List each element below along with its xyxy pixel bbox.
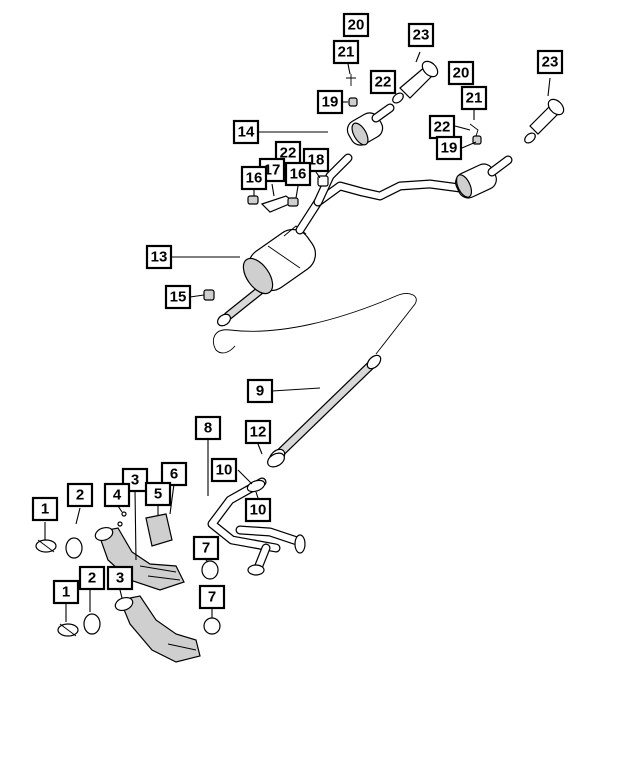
callout-7-lower: 7 xyxy=(198,584,226,610)
callout-19-left: 19 xyxy=(316,89,344,115)
svg-text:1: 1 xyxy=(62,584,70,601)
svg-text:19: 19 xyxy=(322,94,339,111)
svg-text:3: 3 xyxy=(116,570,124,587)
callout-20-left: 20 xyxy=(342,12,370,38)
callout-10-upper: 10 xyxy=(210,457,238,483)
svg-text:22: 22 xyxy=(375,74,392,91)
svg-text:2: 2 xyxy=(88,570,96,587)
callout-2-upper: 2 xyxy=(66,482,94,508)
hardware-4 xyxy=(117,511,127,527)
svg-text:14: 14 xyxy=(238,124,255,141)
sensor-18 xyxy=(317,175,329,187)
callout-15: 15 xyxy=(164,284,192,310)
svg-text:16: 16 xyxy=(290,166,307,183)
callout-1-upper: 1 xyxy=(31,496,59,522)
callout-16-left: 16 xyxy=(240,165,268,191)
isolator-19-left xyxy=(348,97,358,107)
svg-text:16: 16 xyxy=(246,170,263,187)
svg-text:8: 8 xyxy=(204,420,212,437)
hanger-bracket-16-17 xyxy=(247,195,299,213)
svg-text:23: 23 xyxy=(413,27,430,44)
callout-1-lower: 1 xyxy=(52,579,80,605)
callout-21-right: 21 xyxy=(460,85,488,111)
callout-8: 8 xyxy=(194,415,222,441)
gasket-2-lower xyxy=(83,613,101,635)
callout-16-right: 16 xyxy=(284,161,312,187)
svg-text:7: 7 xyxy=(202,540,210,557)
svg-text:2: 2 xyxy=(76,487,84,504)
exhaust-tip-right xyxy=(529,98,565,135)
svg-text:22: 22 xyxy=(280,145,297,162)
callout-5: 5 xyxy=(144,481,172,507)
callout-12: 12 xyxy=(244,419,272,445)
intermediate-pipe xyxy=(268,354,382,466)
callout-4: 4 xyxy=(103,482,131,508)
clamp-1-upper xyxy=(35,539,57,553)
center-pipe xyxy=(295,153,465,235)
callout-3-lower: 3 xyxy=(106,565,134,591)
svg-text:10: 10 xyxy=(250,502,267,519)
callout-22-left: 22 xyxy=(369,69,397,95)
hanger-rod xyxy=(212,293,417,355)
callout-6: 6 xyxy=(160,461,188,487)
svg-text:15: 15 xyxy=(170,289,187,306)
svg-text:22: 22 xyxy=(434,119,451,136)
bolt-21-left xyxy=(346,74,356,86)
catalytic-converter-upper xyxy=(94,526,185,591)
svg-text:23: 23 xyxy=(542,54,559,71)
clamp-7-upper xyxy=(201,560,219,580)
callout-23-right: 23 xyxy=(536,49,564,75)
svg-text:13: 13 xyxy=(151,249,168,266)
callout-9: 9 xyxy=(246,378,274,404)
exhaust-tip-left xyxy=(399,60,439,99)
svg-text:10: 10 xyxy=(216,462,233,479)
tip-clamp-right xyxy=(524,132,536,144)
svg-text:21: 21 xyxy=(466,90,483,107)
svg-text:19: 19 xyxy=(441,140,458,157)
callout-21-left: 21 xyxy=(332,39,360,65)
callout-13: 13 xyxy=(145,244,173,270)
callout-10-lower: 10 xyxy=(244,497,272,523)
svg-text:17: 17 xyxy=(264,162,281,179)
front-y-pipe xyxy=(207,477,306,576)
isolator-15 xyxy=(203,289,215,301)
bracket-21-right xyxy=(469,123,479,137)
svg-text:4: 4 xyxy=(113,487,122,504)
heat-shield-bracket xyxy=(145,513,173,547)
clamp-7-lower xyxy=(203,617,221,635)
callout-23-left: 23 xyxy=(407,22,435,48)
svg-text:6: 6 xyxy=(170,466,178,483)
callout-14: 14 xyxy=(232,119,260,145)
svg-text:18: 18 xyxy=(308,152,325,169)
gasket-2-upper xyxy=(65,537,83,559)
callout-19-right: 19 xyxy=(435,135,463,161)
svg-text:20: 20 xyxy=(348,17,365,34)
left-muffler xyxy=(346,103,395,146)
svg-text:1: 1 xyxy=(41,501,49,518)
rear-muffler xyxy=(216,225,317,327)
tip-clamp-left xyxy=(392,92,404,104)
svg-text:3: 3 xyxy=(131,472,139,489)
clamp-1-lower xyxy=(57,623,79,637)
svg-text:9: 9 xyxy=(256,383,264,400)
leader-lines xyxy=(44,51,551,622)
right-muffler xyxy=(455,155,513,199)
catalytic-converter-lower xyxy=(114,595,201,663)
svg-text:7: 7 xyxy=(208,589,216,606)
callout-22-right: 22 xyxy=(428,114,456,140)
gasket-12 xyxy=(267,452,285,468)
callout-2-lower: 2 xyxy=(78,565,106,591)
svg-text:21: 21 xyxy=(338,44,355,61)
callout-7-upper: 7 xyxy=(192,535,220,561)
svg-text:20: 20 xyxy=(453,65,470,82)
callout-20-right: 20 xyxy=(447,60,475,86)
svg-text:12: 12 xyxy=(250,424,267,441)
svg-text:5: 5 xyxy=(154,486,162,503)
